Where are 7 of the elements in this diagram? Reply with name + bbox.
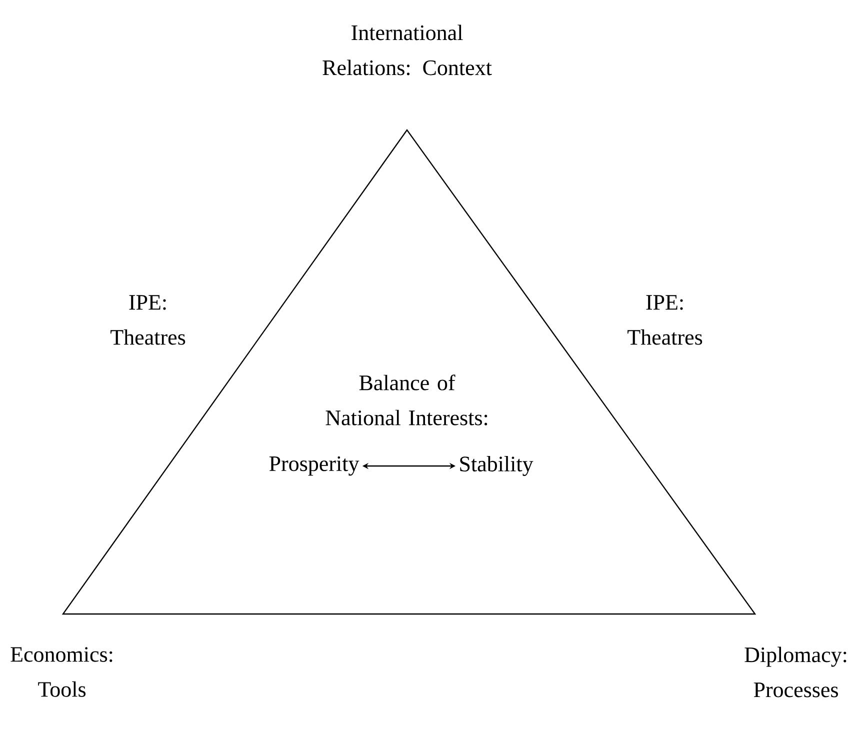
corner-label: Economics: Tools bbox=[10, 647, 112, 697]
corner-label: International Relations: Context bbox=[322, 24, 492, 76]
text-label: Prosperity bbox=[269, 456, 360, 476]
corner-label: IPE: Theatres bbox=[628, 295, 702, 345]
text-label: Stability bbox=[460, 456, 534, 476]
corner-label: Diplomacy: Processes bbox=[744, 646, 846, 698]
corner-label: IPE: Theatres bbox=[110, 295, 186, 345]
